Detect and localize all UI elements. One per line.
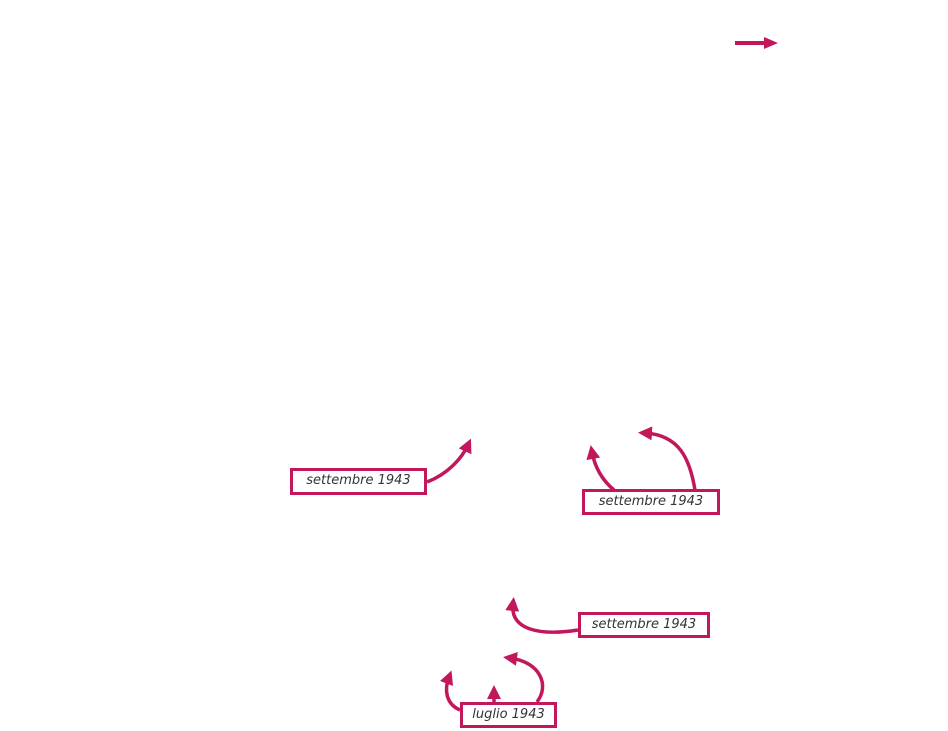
advance-arrow-4c bbox=[503, 651, 545, 704]
legend-arrow-icon bbox=[735, 37, 778, 49]
advance-arrow-3 bbox=[505, 597, 579, 634]
date-label-settembre-1943-south: settembre 1943 bbox=[578, 612, 710, 638]
advance-arrow-4a bbox=[439, 670, 461, 712]
date-label-luglio-1943: luglio 1943 bbox=[460, 702, 557, 728]
advance-arrow-1 bbox=[426, 438, 472, 484]
date-label-settembre-1943-west: settembre 1943 bbox=[290, 468, 427, 495]
advance-arrow-2b bbox=[638, 426, 697, 491]
advance-arrow-2a bbox=[586, 445, 616, 492]
date-label-settembre-1943-east: settembre 1943 bbox=[582, 489, 720, 515]
